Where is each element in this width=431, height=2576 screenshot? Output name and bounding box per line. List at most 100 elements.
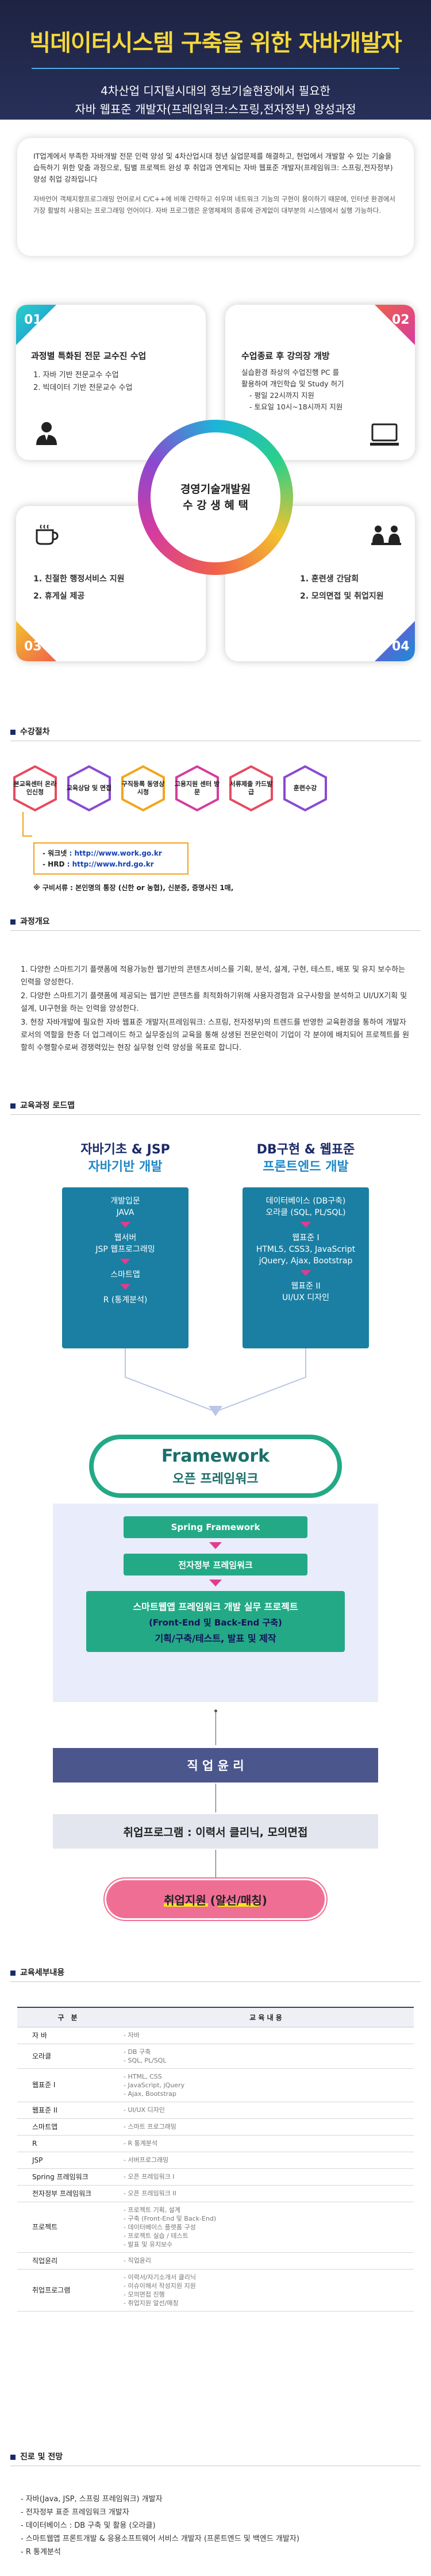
overview-divider [10,930,421,931]
roadmap-item-title: 스마트앱 [110,1270,140,1279]
down-arrow-icon [301,1222,311,1228]
process-step: 본교육센터 온라인신청 [11,765,59,812]
heading-bullet-icon [10,1103,16,1109]
table-row: 전자정부 프레임워크- 오픈 프레임워크 II [17,2185,414,2202]
content-line: - 직업윤리 [124,2257,151,2264]
intro-paragraph-1: IT업계에서 부족한 자바개발 전문 인력 양성 및 4차산업시대 청년 실업문… [33,152,393,183]
worknet-link[interactable]: : http://www.work.go.kr [69,849,162,857]
table-cell-category: 웹표준 I [17,2068,118,2102]
roadmap-item-detail: JAVA [116,1208,134,1217]
card-3-corner [16,621,56,661]
career-item: - 전자정부 표준 프레임워크 개발자 [21,2508,129,2517]
card-2-item: 활용하여 개인학습 및 Study 허기 [241,379,344,388]
content-line: - 프로젝트 실습 / 테스트 [124,2232,188,2240]
detail-heading: 교육세부내용 [10,1966,64,1978]
meeting-icon [371,526,401,545]
table-cell-content: - UI/UX 디자인 [118,2102,414,2119]
roadmap-item: 스마트앱 [62,1269,188,1281]
career-list: - 자바(Java, JSP, 스프링 프레임워크) 개발자 - 전자정부 표준… [21,2493,411,2559]
hub-subtitle: 수 강 생 혜 택 [183,499,248,512]
process-step: 훈련수강 [282,765,329,812]
hexagon-icon [13,765,57,812]
content-line: - JavaScript, jQuery [124,2081,185,2089]
overview-paragraph-1: 1. 다양한 스마트기기 플랫폼에 적용가능한 웹기반의 콘텐츠서비스를 기획,… [21,965,406,987]
heading-bullet-icon [10,2454,16,2460]
project-pill: 스마트웹앱 프레임워크 개발 실무 프로젝트 (Front-End 및 Back… [86,1591,345,1652]
table-cell-category: 취업프로그램 [17,2269,118,2312]
card-4-item: 1. 훈련생 간담회 [300,574,359,584]
column-header-category: 구 분 [17,2007,118,2027]
process-step: 서류제출 카드발급 [228,765,275,812]
overview-heading-text: 과정개요 [20,917,50,926]
card-3-number: 03 [24,639,42,654]
roadmap-right-heading: DB구현 & 웹표준 프론트엔드 개발 [243,1141,369,1176]
hexagon-icon [67,765,111,812]
process-step-label: 구직등록 동영상시청 [121,780,165,796]
computer-icon [370,423,399,446]
hub-inner: 경영기술개발원 수 강 생 혜 택 [151,432,280,562]
card-1-item: 1. 자바 기반 전문교수 수업 [33,371,119,379]
framework-badge-inner: Framework 오픈 프레임워크 [94,1439,337,1493]
table-row: 취업프로그램- 이력서/자기소개서 클리닉- 이슈이해서 작성지원 지원- 모의… [17,2269,414,2312]
table-cell-category: R [17,2135,118,2152]
framework-title: Framework [161,1446,270,1466]
content-line: - Ajax, Bootstrap [124,2090,176,2098]
project-scope: (Front-End 및 Back-End 구축) [149,1617,282,1628]
table-cell-content: - 오픈 프레임워크 I [118,2168,414,2186]
table-cell-content: - DB 구축- SQL, PL/SQL [118,2044,414,2069]
roadmap-heading: 교육과정 로드맵 [10,1099,75,1111]
process-step-label: 교육상담 및 면접 [66,784,112,792]
content-line: - 발표 및 유지보수 [124,2240,173,2248]
roadmap-item-title: 웹표준 I [292,1233,320,1243]
career-item: - R 통계분석 [21,2548,61,2556]
table-row: 웹표준 II- UI/UX 디자인 [17,2102,414,2119]
process-step-label: 훈련수강 [293,784,317,792]
content-line: - UI/UX 디자인 [124,2106,165,2114]
column-header-content: 교 육 내 용 [118,2007,414,2027]
table-row: 오라클- DB 구축- SQL, PL/SQL [17,2044,414,2069]
content-line: - 프로젝트 기획, 설계 [124,2206,180,2214]
hexagon-icon [283,765,327,812]
heading-bullet-icon [10,919,16,925]
process-heading-text: 수강절차 [20,727,50,737]
roadmap-item: 데이터베이스 (DB구축)오라클 (SQL, PL/SQL) [243,1195,369,1218]
roadmap-item-detail: jQuery, Ajax, Bootstrap [259,1256,353,1266]
table-row: Spring 프레임워크- 오픈 프레임워크 I [17,2168,414,2186]
roadmap-item: R (통계분석) [62,1294,188,1306]
table-cell-category: 자 바 [17,2027,118,2044]
career-item: - 스마트웹앱 프론트개발 & 응용소프트웨어 서비스 개발자 (프론트엔드 및… [21,2535,299,2543]
card-2-number: 02 [392,313,410,327]
down-arrow-icon [209,1542,222,1549]
content-line: - SQL, PL/SQL [124,2056,167,2064]
hrd-link[interactable]: : http://www.hrd.go.kr [67,860,154,868]
content-line: - 서버프로그래밍 [124,2156,169,2164]
process-step-label: 서류제출 카드발급 [229,780,273,796]
card-4-number: 04 [392,639,410,654]
job-program-bar: 취업프로그램 : 이력서 클리닉, 모의면접 [53,1814,378,1849]
intro-paragraph-2: 자바언어 객체지향프로그래밍 언어로서 C/C++에 비해 간략하고 쉬우며 네… [33,195,395,214]
content-line: - R 통계분석 [124,2140,158,2147]
process-steps: 본교육센터 온라인신청 교육상담 및 면접 구직등록 동영상시청 고용지원 센터… [8,765,422,812]
content-line: - 이슈이해서 작성지원 지원 [124,2282,196,2290]
page-title: 빅데이터시스템 구축을 위한 자바개발자 [29,30,402,56]
left-heading-2: 자바기반 개발 [88,1160,163,1174]
egov-framework-pill: 전자정부 프레임워크 [124,1554,307,1575]
table-cell-content: - R 통계분석 [118,2135,414,2152]
roadmap-item: 웹표준 I HTML5, CSS3, JavaScript jQuery, Ajax… [243,1232,369,1267]
spring-framework-pill: Spring Framework [124,1516,307,1538]
url-box: - 워크넷 : http://www.work.go.kr - HRD : ht… [33,842,188,875]
roadmap-item-title: R (통계분석) [103,1295,148,1305]
card-4-corner [375,621,415,661]
roadmap-item-detail: HTML5, CSS3, JavaScript [256,1245,356,1254]
table-cell-content: - 프로젝트 기획, 설계- 구축 (Front-End 및 Back-End)… [118,2202,414,2253]
table-cell-category: JSP [17,2152,118,2169]
content-line: - 데이터베이스 플랫폼 구성 [124,2223,196,2231]
teacher-icon [36,422,57,445]
content-line: - 구축 (Front-End 및 Back-End) [124,2214,217,2222]
table-cell-category: 스마트앱 [17,2118,118,2136]
down-arrow-icon [120,1222,130,1228]
roadmap-item-detail: JSP 웹프로그래밍 [95,1245,155,1254]
content-line: - 오픈 프레임워크 I [124,2173,175,2180]
